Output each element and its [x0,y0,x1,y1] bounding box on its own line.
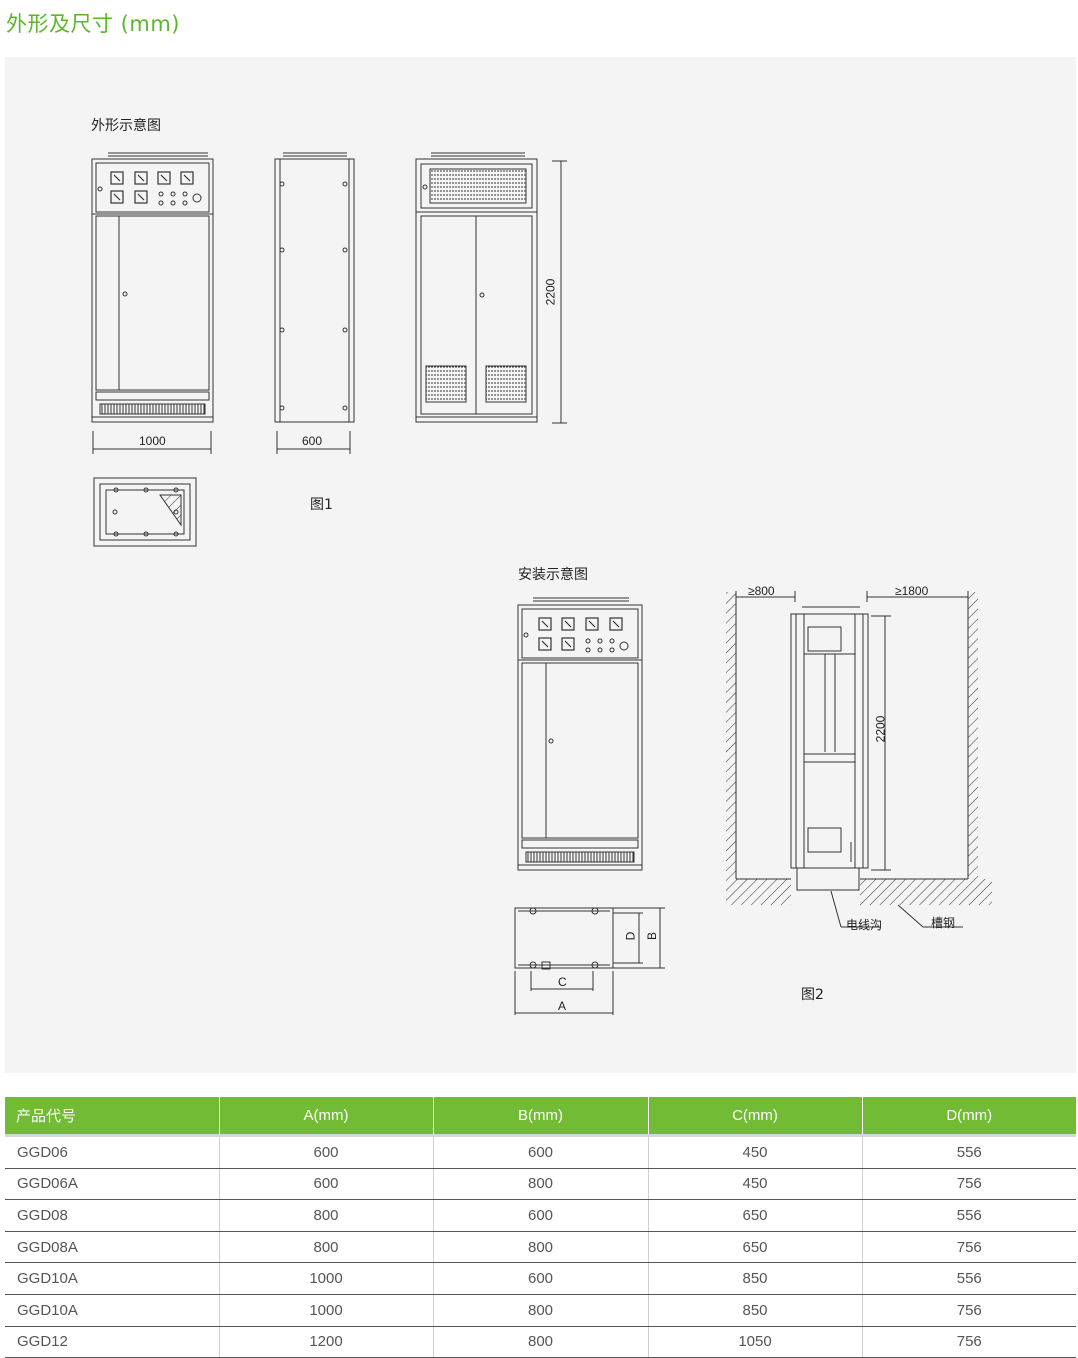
technical-drawing [91,152,992,1015]
install-plan-view [514,907,665,1015]
cell-c: 850 [648,1262,863,1295]
cell-b: 600 [433,1262,649,1295]
drawing-panel: 外形示意图 1000 600 2200 图1 安装示意图 ≥800 ≥1800 … [5,57,1076,1073]
dim-label-a: A [558,999,567,1013]
dim-side-depth: 600 [302,434,323,448]
cell-a: 1000 [219,1262,434,1295]
cell-a: 1000 [219,1294,434,1327]
cell-product-code: GGD10A [5,1294,220,1327]
cell-c: 450 [648,1168,863,1201]
top-view-cabinet [93,477,197,547]
cell-product-code: GGD08A [5,1231,220,1264]
cell-d: 756 [862,1294,1076,1327]
cell-a: 600 [219,1135,434,1169]
table-row: GGD08 800 600 650 556 [5,1199,1076,1232]
front-view-cabinet [91,152,214,423]
cell-c: 450 [648,1135,863,1169]
header-d: D(mm) [862,1097,1076,1137]
dim-label-d: D [623,931,638,941]
cell-d: 556 [862,1262,1076,1295]
cell-b: 800 [433,1231,649,1264]
table-row: GGD10A 1000 800 850 756 [5,1294,1076,1327]
cell-c: 650 [648,1231,863,1264]
cell-d: 756 [862,1231,1076,1264]
table-row: GGD06A 600 800 450 756 [5,1168,1076,1201]
cell-c: 850 [648,1294,863,1327]
cell-a: 800 [219,1231,434,1264]
dim-height: 2200 [543,278,558,306]
fig1-label: 图1 [310,497,333,513]
table-row: GGD10A 1000 600 850 556 [5,1262,1076,1295]
header-product-code: 产品代号 [5,1097,220,1137]
header-a: A(mm) [219,1097,434,1137]
cell-product-code: GGD10A [5,1262,220,1295]
cell-a: 800 [219,1199,434,1232]
cell-b: 600 [433,1135,649,1169]
install-title: 安装示意图 [518,567,588,583]
table-row: GGD08A 800 800 650 756 [5,1231,1076,1264]
clearance-front: ≥800 [748,584,775,598]
spec-table: 产品代号 A(mm) B(mm) C(mm) D(mm) GGD06 600 6… [5,1097,1076,1358]
install-front-cabinet [517,597,643,871]
cell-product-code: GGD06A [5,1168,220,1201]
cell-b: 600 [433,1199,649,1232]
header-b: B(mm) [433,1097,649,1137]
cell-b: 800 [433,1168,649,1201]
cell-d: 556 [862,1135,1076,1169]
table-row: GGD06 600 600 450 556 [5,1135,1076,1169]
install-height: 2200 [873,715,888,743]
cell-product-code: GGD08 [5,1199,220,1232]
table-header-row: 产品代号 A(mm) B(mm) C(mm) D(mm) [5,1097,1076,1137]
cell-a: 600 [219,1168,434,1201]
side-view-cabinet [274,152,355,423]
cell-product-code: GGD06 [5,1135,220,1169]
channel-steel-label: 槽钢 [931,916,956,930]
page-title: 外形及尺寸 (mm) [6,12,180,36]
cell-d: 756 [862,1168,1076,1201]
fig2-label: 图2 [801,987,824,1003]
cable-trench-label: 电线沟 [846,918,883,932]
outline-title: 外形示意图 [91,118,161,134]
cell-c: 650 [648,1199,863,1232]
dim-front-width: 1000 [139,434,166,448]
clearance-back: ≥1800 [895,584,929,598]
dim-label-b: B [645,931,660,941]
install-section-view [726,591,992,928]
rear-view-cabinet [415,152,538,423]
dim-label-c: C [558,975,567,989]
cell-d: 556 [862,1199,1076,1232]
header-c: C(mm) [648,1097,863,1137]
cell-b: 800 [433,1294,649,1327]
